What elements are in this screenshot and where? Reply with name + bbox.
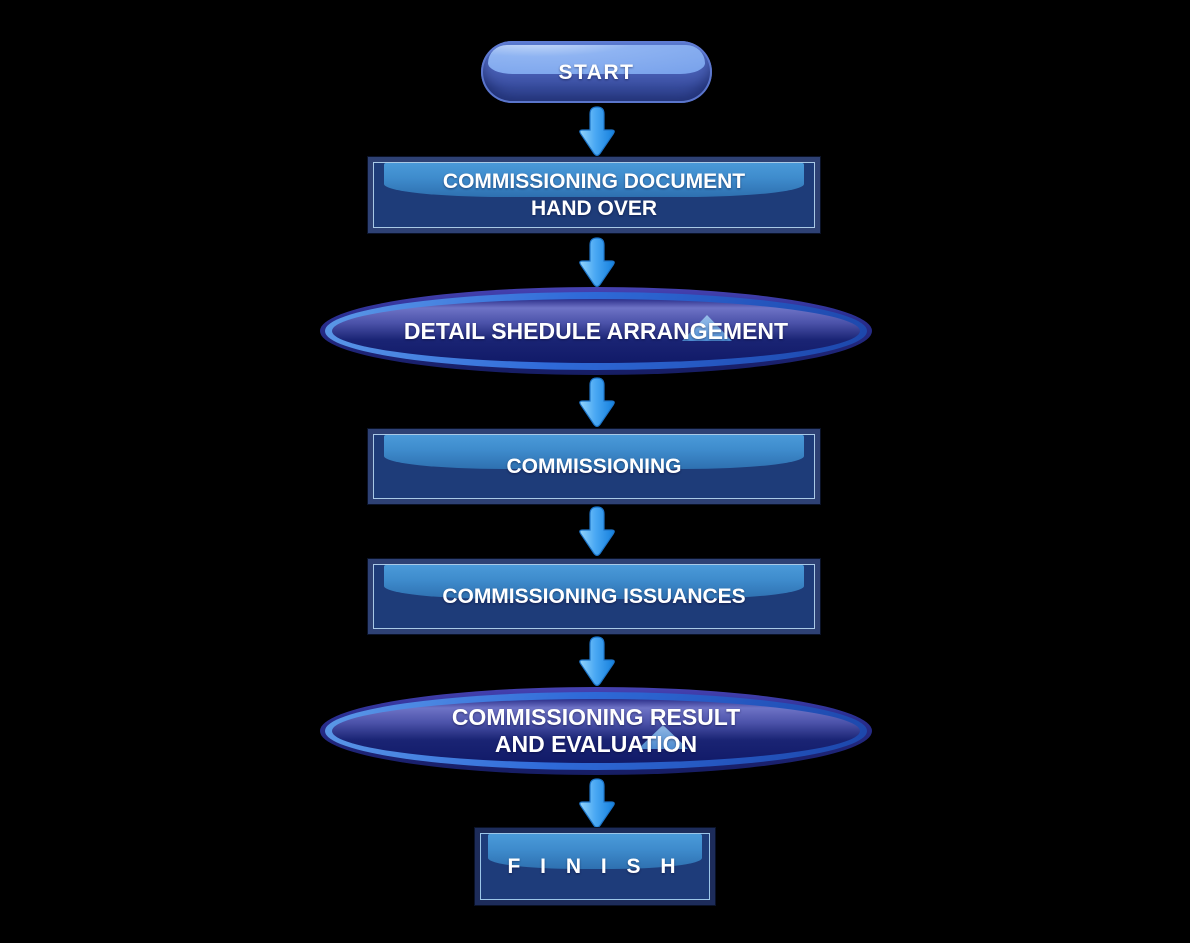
node-result: COMMISSIONING RESULT AND EVALUATION [320, 687, 872, 775]
gloss-highlight [488, 834, 702, 869]
label-line: COMMISSIONING RESULT [451, 704, 741, 730]
node-issuances-label: COMMISSIONING ISSUANCES [373, 564, 815, 629]
arrow-down-icon [579, 778, 615, 828]
label-line: AND EVALUATION [494, 731, 698, 757]
arrow-down-icon [579, 506, 615, 556]
node-schedule-label: DETAIL SHEDULE ARRANGEMENT [320, 287, 872, 375]
gloss-highlight [384, 565, 804, 599]
node-issuances: COMMISSIONING ISSUANCES [368, 559, 820, 634]
node-start-label: START [481, 41, 712, 103]
node-commissioning-label: COMMISSIONING [373, 434, 815, 499]
arrow-down-icon [579, 237, 615, 287]
node-result-label: COMMISSIONING RESULT AND EVALUATION [320, 687, 872, 775]
label-line: COMMISSIONING DOCUMENT [442, 170, 746, 193]
gloss-highlight [488, 45, 705, 74]
arrow-down-icon [579, 377, 615, 427]
node-schedule: DETAIL SHEDULE ARRANGEMENT [320, 287, 872, 375]
ellipse-inner [332, 699, 860, 763]
label-line: COMMISSIONING [506, 455, 682, 478]
node-hand-over-label: COMMISSIONING DOCUMENT HAND OVER [373, 162, 815, 228]
label-line: COMMISSIONING ISSUANCES [442, 585, 746, 608]
label-line: HAND OVER [530, 197, 657, 220]
node-start: START [481, 41, 712, 103]
node-hand-over: COMMISSIONING DOCUMENT HAND OVER [368, 157, 820, 233]
label-line: F I N I S H [507, 855, 683, 878]
node-finish-label: F I N I S H [480, 833, 710, 900]
gloss-highlight [384, 163, 804, 198]
label-line: START [558, 60, 635, 84]
label-line: DETAIL SHEDULE ARRANGEMENT [403, 317, 789, 344]
node-commissioning: COMMISSIONING [368, 429, 820, 504]
ellipse-inner [332, 299, 860, 363]
arrow-down-icon [579, 106, 615, 156]
arrow-down-icon [579, 636, 615, 686]
node-finish: F I N I S H [475, 828, 715, 905]
gloss-highlight [384, 435, 804, 469]
